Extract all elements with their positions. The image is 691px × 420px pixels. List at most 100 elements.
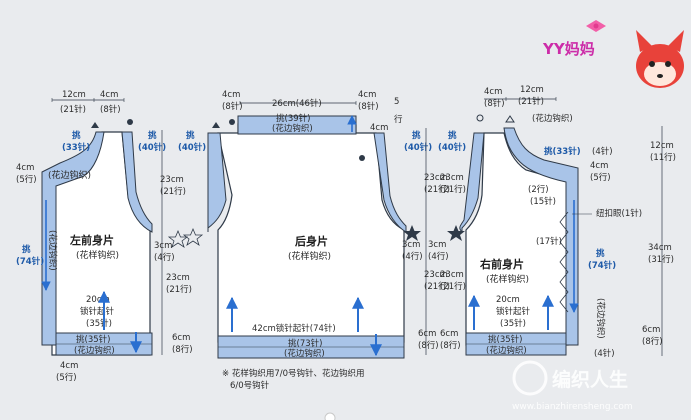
back-band-label: (花边钩织) [284, 348, 325, 359]
rf-pick2: 挑(33针) [544, 146, 581, 157]
star-filled-marker-icon [447, 225, 465, 241]
cartoon-fox-logo-icon [636, 30, 684, 88]
rf-h-big-rows: (31行) [648, 254, 674, 265]
left-front-subtitle: (花样钩织) [76, 249, 119, 261]
rf-st17: (17针) [536, 236, 562, 247]
lf-h4-rows: (8行) [172, 344, 193, 355]
rf-pick3-st: (74针) [588, 260, 616, 271]
lf-pick3-st: (74针) [16, 256, 44, 267]
back-h2-rows: (4行) [402, 251, 423, 262]
left-front-piece: 左前身片 (花样钩织) 12cm (21针) 4cm (8针) 挑 (33针) … [16, 90, 193, 383]
lf-corner-rows: (5行) [56, 372, 77, 383]
rf-h5-rows: (8行) [642, 336, 663, 347]
lf-edge-side: (花边钩织) [47, 230, 58, 271]
back-pick-l-st: (40针) [178, 142, 206, 153]
right-front-subtitle: (花样钩织) [486, 273, 529, 285]
back-pick-l: 挑 [186, 130, 195, 141]
star-filled-marker-icon [403, 225, 421, 241]
back-h3: 23cm [424, 270, 448, 280]
back-left-armhole-band [207, 132, 227, 232]
rf-h2: 3cm [428, 240, 446, 250]
rf-border-top: (花边钩织) [532, 113, 573, 124]
back-neck-rows: 5 [394, 97, 399, 107]
rf-h-big: 34cm [648, 243, 672, 253]
back-top-label: (花边钩织) [272, 123, 313, 134]
lf-pick1-st: (33针) [62, 142, 90, 153]
rf-h1-rows: (21行) [440, 184, 466, 195]
rf-pick1: 挑 [448, 130, 457, 141]
triangle-marker-icon [91, 122, 99, 128]
bow-icon [586, 20, 606, 32]
back-neck-unit: 行 [394, 114, 403, 125]
lf-h4: 6cm [172, 333, 190, 343]
rf-bottom-label: 锁针起针 [496, 306, 531, 317]
lf-h2-rows: (4行) [154, 252, 175, 263]
back-pick-r-st: (40针) [404, 142, 432, 153]
rf-top-w2-st: (21针) [518, 96, 544, 107]
watermark-url: www.bianzhirensheng.com [512, 402, 633, 412]
left-front-title: 左前身片 [69, 233, 114, 247]
rf-h-side-rows: (5行) [590, 172, 611, 183]
back-band-pick: 挑(73针) [288, 338, 322, 349]
rf-pick1-st: (40针) [438, 142, 466, 153]
lf-top-w2-rows: (8针) [100, 104, 121, 115]
lf-pick3: 挑 [22, 244, 31, 255]
back-subtitle: (花样钩织) [288, 250, 331, 262]
rf-st15: (15针) [530, 196, 556, 207]
rf-h5: 6cm [642, 325, 660, 335]
lf-band-label: (花边钩织) [74, 345, 115, 356]
back-pick-r: 挑 [412, 130, 421, 141]
rf-bottom-w: 20cm [496, 295, 520, 305]
lf-pick2: 挑 [148, 130, 157, 141]
back-h1: 23cm [424, 173, 448, 183]
rf-band-label: (花边钩织) [486, 345, 527, 356]
watermark-text: 编织人生 [552, 368, 628, 391]
back-r-w-st: (8针) [358, 101, 379, 112]
lf-pick1: 挑 [72, 130, 81, 141]
lf-h1: 23cm [160, 175, 184, 185]
lf-h3-rows: (21行) [166, 284, 192, 295]
right-front-piece: 右前身片 (花样钩织) 4cm (8针) 12cm (21针) (花边钩织) 挑… [428, 85, 676, 359]
lf-side-h: 4cm [16, 163, 34, 173]
triangle-outline-marker-icon [505, 115, 515, 123]
rf-top-w1-st: (8针) [484, 98, 505, 109]
back-h4-rows: (8行) [418, 340, 439, 351]
lf-h3: 23cm [166, 273, 190, 283]
right-armhole-band [459, 132, 485, 234]
rf-buttonhole: 纽扣眼(1针) [596, 208, 642, 219]
dot-outline-marker-icon [476, 114, 484, 122]
back-h4: 6cm [418, 329, 436, 339]
back-right-armhole-band [373, 132, 407, 233]
footnote-line1: ※ 花样钩织用7/0号钩针、花边钩织用 [222, 368, 365, 379]
lf-bottom-w: 20cm [86, 295, 110, 305]
lf-top-w2: 4cm [100, 90, 118, 100]
lf-h2: 3cm [154, 241, 172, 251]
back-h3-rows: (21行) [424, 281, 450, 292]
rf-st4b: (4针) [594, 348, 615, 359]
page-dot-indicator [324, 412, 336, 420]
star-outline-marker-icon [167, 229, 189, 248]
rf-band-pick: 挑(35针) [488, 334, 522, 345]
lf-pick2-st: (40针) [138, 142, 166, 153]
dot-marker-icon [229, 119, 235, 125]
lf-corner-h: 4cm [60, 361, 78, 371]
rf-top-w2: 12cm [520, 85, 544, 95]
rf-pick3: 挑 [596, 248, 605, 259]
rf-h4-rows: (8行) [440, 340, 461, 351]
right-front-title: 右前身片 [479, 257, 524, 271]
back-l-w: 4cm [222, 90, 240, 100]
lf-band-pick: 挑(35针) [76, 334, 110, 345]
triangle-marker-icon [212, 122, 220, 128]
back-bottom: 42cm锁针起针(74针) [252, 323, 336, 334]
lf-side-h-rows: (5行) [16, 174, 37, 185]
back-h2: 3cm [402, 240, 420, 250]
rf-st4: (4针) [592, 146, 613, 157]
back-h1-rows: (21行) [424, 184, 450, 195]
left-armhole-band [121, 131, 153, 233]
rf-h3: 23cm [440, 270, 464, 280]
watermark-swirl-icon [512, 360, 548, 396]
lf-top-w1-rows: (21针) [60, 104, 86, 115]
rf-h-total-rows: (11行) [650, 152, 676, 163]
back-neck-h: 4cm [370, 123, 388, 133]
